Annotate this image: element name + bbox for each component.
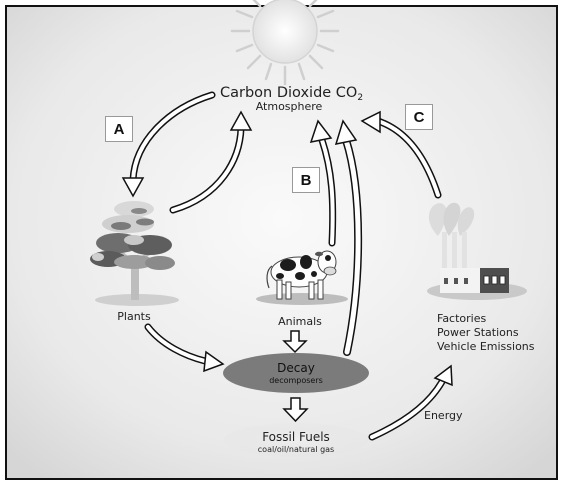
plants-label: Plants	[117, 310, 151, 323]
decomposers-label: decomposers	[269, 376, 323, 385]
label-c: C	[405, 104, 433, 130]
tree-icon	[90, 201, 179, 306]
decay-ellipse	[223, 353, 369, 393]
vehicle-emissions-label: Vehicle Emissions	[437, 340, 535, 353]
label-a: A	[105, 116, 133, 142]
arrow-a-down	[121, 91, 216, 198]
decay-label: Decay	[277, 361, 315, 375]
fossil-fuels-label: Fossil Fuels	[262, 430, 330, 444]
title-subscript: 2	[357, 93, 364, 103]
atmosphere-label: Atmosphere	[255, 100, 323, 113]
label-b: B	[292, 167, 320, 193]
arrow-plants-to-decay	[144, 323, 225, 373]
arrow-decay-to-fossil	[282, 397, 309, 423]
factories-label: Factories	[437, 312, 487, 325]
arrow-a-up	[169, 110, 253, 214]
fossil-detail-label: coal/oil/natural gas	[257, 445, 335, 454]
arrow-c-up	[360, 110, 442, 199]
energy-label: Energy	[424, 409, 463, 422]
arrow-animals-to-decay	[282, 330, 308, 354]
factory-icon	[427, 202, 527, 300]
title-main: Carbon Dioxide CO	[220, 85, 358, 101]
diagram-border	[5, 5, 558, 480]
sun-icon	[230, 0, 340, 86]
title-text: Carbon Dioxide CO2	[220, 86, 363, 103]
fossil-fuels-ellipse	[224, 423, 368, 457]
animals-label: Animals	[278, 315, 322, 328]
arrow-fossil-to-factories	[368, 364, 453, 441]
cow-icon	[256, 250, 348, 305]
power-stations-label: Power Stations	[437, 326, 519, 339]
arrow-decay-to-co2	[334, 119, 363, 356]
arrow-b-up	[309, 119, 337, 247]
